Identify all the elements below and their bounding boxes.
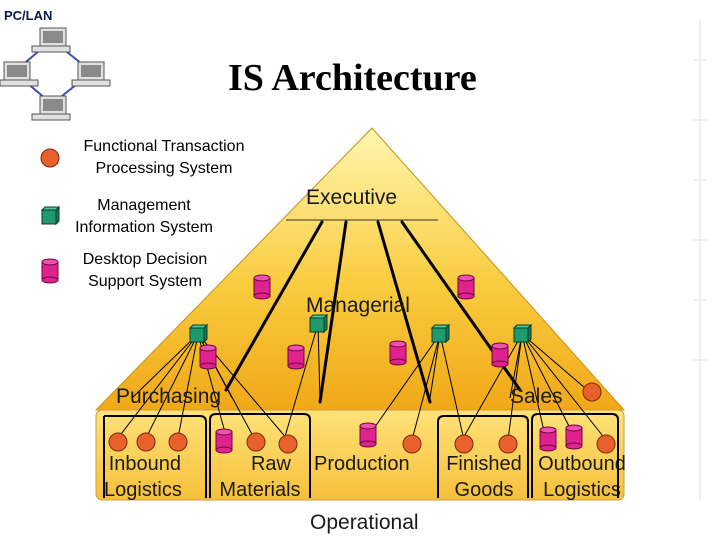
mis-nodes — [188, 313, 533, 344]
legend-mis: Management Information System — [62, 195, 226, 239]
pc-lan-label: PC/LAN — [4, 8, 53, 23]
dept-purchasing: Purchasing — [116, 385, 222, 408]
legend-mis-line2: Information System — [75, 219, 213, 236]
legend-mis-line1: Management — [97, 197, 191, 214]
dept-inbound-line2: Logistics — [104, 479, 182, 501]
dept-production-line1: Production — [314, 453, 410, 475]
legend-functional: Functional Transaction Processing System — [70, 136, 258, 180]
legend-dss-line2: Support System — [88, 273, 202, 290]
dept-raw-line1: Raw — [250, 453, 291, 475]
pc-lan-icon — [0, 27, 111, 121]
legend-icons — [40, 148, 61, 284]
dept-raw-line2: Materials — [219, 479, 301, 501]
legend-functional-line1: Functional Transaction — [83, 138, 245, 155]
dept-inbound-line1: Inbound — [108, 453, 182, 475]
dept-production: Production — [314, 451, 410, 477]
legend-dss-line1: Desktop Decision — [82, 251, 208, 268]
dept-finished-goods: Finished Goods — [440, 451, 528, 503]
legend-dss: Desktop Decision Support System — [70, 249, 220, 293]
level-operational: Operational — [310, 511, 419, 534]
cube-icon — [40, 205, 61, 226]
level-executive: Executive — [306, 186, 398, 209]
page-title: IS Architecture — [228, 57, 477, 99]
legend-functional-line2: Processing System — [95, 160, 233, 177]
cylinder-icon — [41, 258, 59, 284]
dept-outbound-line1: Outbound — [538, 453, 626, 475]
dept-raw-materials: Raw Materials — [212, 451, 308, 503]
dept-finished-line1: Finished — [446, 453, 522, 475]
dept-finished-line2: Goods — [454, 479, 514, 501]
decorative-dashes — [693, 20, 707, 500]
level-managerial: Managerial — [306, 294, 410, 317]
dept-sales: Sales — [510, 385, 563, 408]
dept-outbound-logistics: Outbound Logistics — [530, 451, 634, 503]
dept-inbound-logistics: Inbound Logistics — [104, 451, 182, 503]
circle-icon — [40, 148, 60, 168]
dept-outbound-line2: Logistics — [543, 479, 621, 501]
